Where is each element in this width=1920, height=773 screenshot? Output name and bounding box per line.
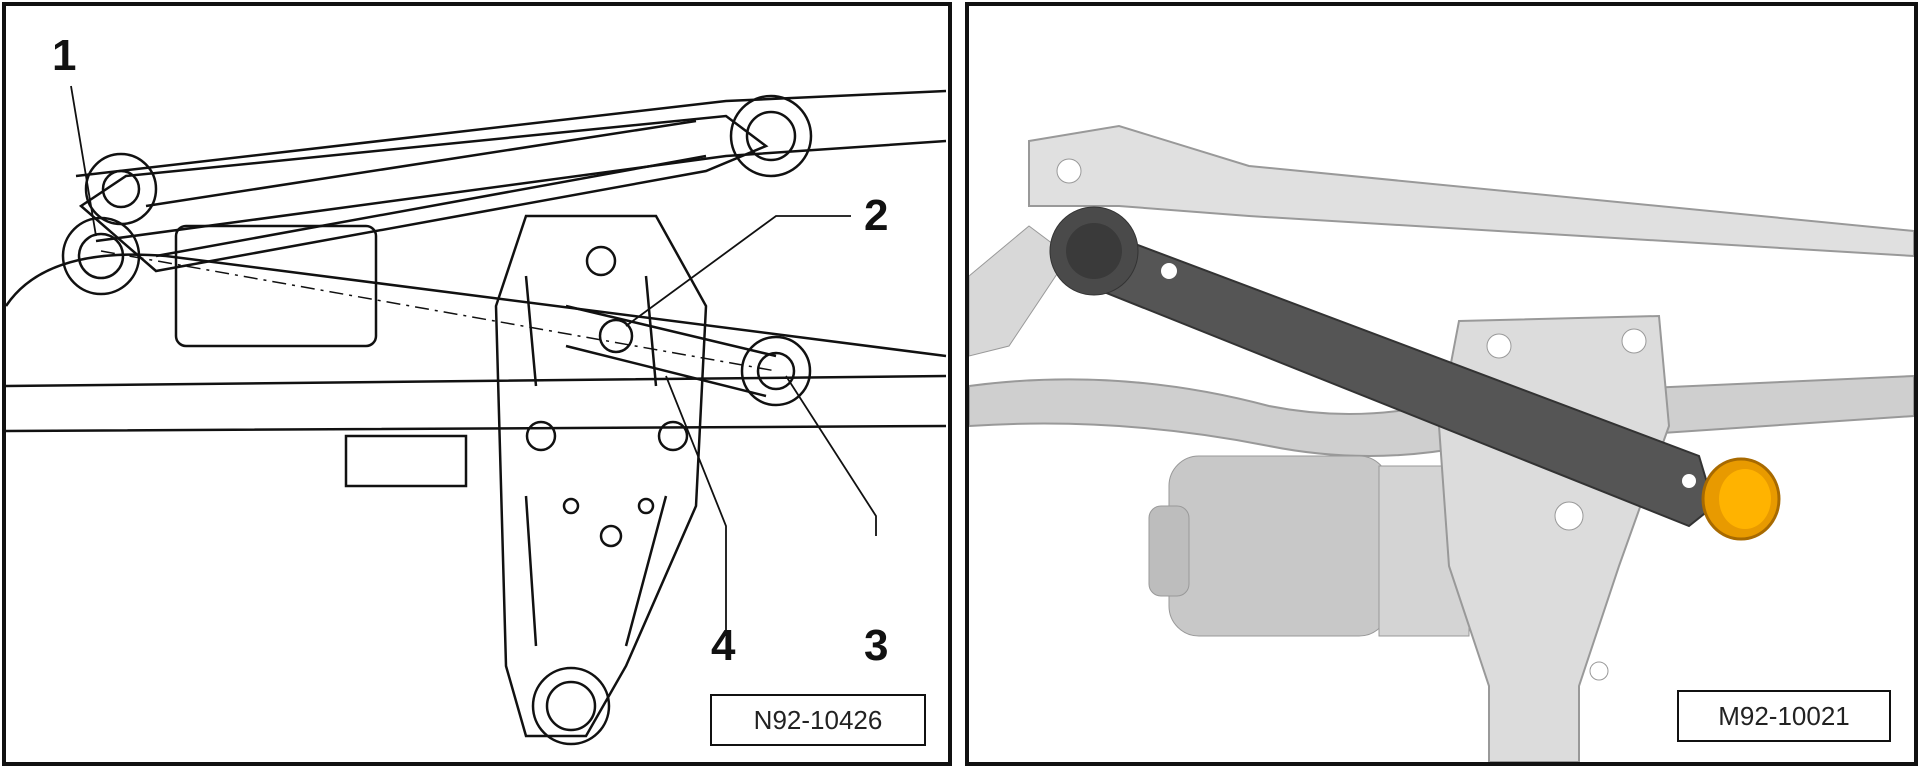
- wiper-linkage-render: [969, 124, 1914, 762]
- line-drawing-panel: 1 2 3 4 N92-10426: [2, 2, 952, 766]
- callout-3: 3: [864, 621, 889, 670]
- wiper-linkage-line-drawing: [6, 85, 947, 746]
- callout-2: 2: [864, 191, 889, 240]
- callout-4: 4: [711, 621, 736, 670]
- callout-1: 1: [52, 31, 77, 80]
- figure-id-label: N92-10426: [710, 694, 926, 746]
- rendered-image-panel: M92-10021: [965, 2, 1918, 766]
- figure-id-label: M92-10021: [1677, 690, 1891, 742]
